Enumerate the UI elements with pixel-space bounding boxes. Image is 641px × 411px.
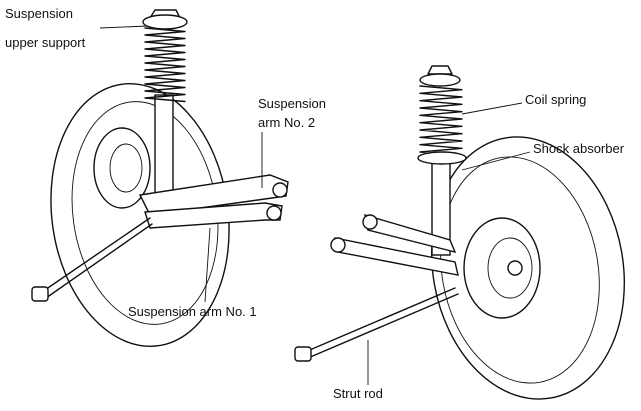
right-brake-drum xyxy=(463,217,541,319)
label-arm-no2-line2: arm No. 2 xyxy=(258,115,315,130)
left-brake-drum xyxy=(93,127,151,209)
label-coil-spring: Coil spring xyxy=(525,92,586,107)
right-strut-rod xyxy=(294,287,459,362)
label-upper-support-line2: upper support xyxy=(5,35,86,50)
left-strut-rod xyxy=(31,217,153,302)
right-strut xyxy=(417,65,467,256)
left-strut xyxy=(142,9,188,206)
label-arm-no1: Suspension arm No. 1 xyxy=(128,304,257,319)
label-upper-support: Suspension xyxy=(5,6,73,21)
right-wheel xyxy=(430,136,626,400)
right-suspension-arms xyxy=(330,214,459,276)
label-shock-absorber: Shock absorber xyxy=(533,141,625,156)
label-strut-rod: Strut rod xyxy=(333,386,383,401)
label-arm-no2: Suspension xyxy=(258,96,326,111)
leader-lines xyxy=(99,25,531,385)
left-suspension-arms xyxy=(138,174,289,229)
